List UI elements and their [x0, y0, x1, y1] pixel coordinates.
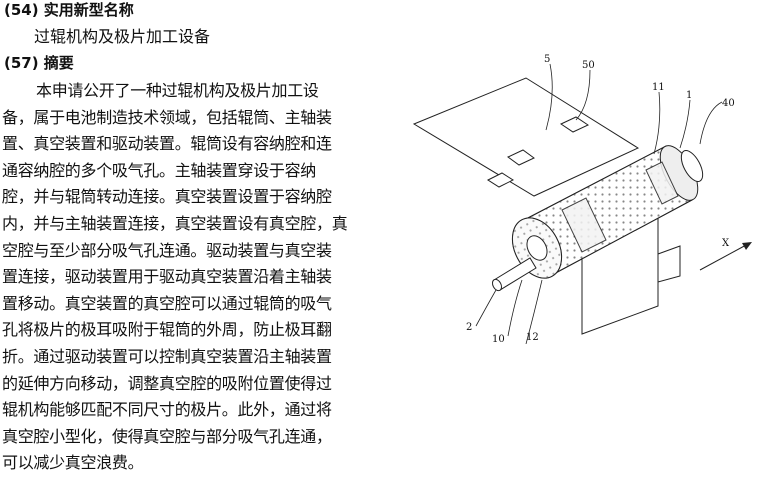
abstract-line: 置连接，驱动装置用于驱动真空装置沿着主轴装 [2, 267, 332, 287]
abstract-line: 真空腔小型化，使得真空腔与部分吸气孔连通， [2, 426, 332, 446]
abstract-line: 置、真空装置和驱动装置。辊筒设有容纳腔和连 [2, 134, 332, 154]
abstract-line: 置移动。真空装置的真空腔可以通过辊筒的吸气 [2, 293, 332, 313]
label-12: 12 [526, 332, 539, 343]
utility-model-title: 过辊机构及极片加工设备 [34, 27, 211, 46]
leader-lines [475, 63, 723, 344]
label-11: 11 [652, 82, 665, 93]
section-54-header: (54) 实用新型名称 [4, 1, 134, 19]
abstract-line: 折。通过驱动装置可以控制真空装置沿主轴装置 [2, 346, 332, 366]
direction-arrow [699, 242, 752, 271]
abstract-line: 通容纳腔的多个吸气孔。主轴装置穿设于容纳 [2, 160, 317, 180]
abstract-line: 辊机构能够匹配不同尺寸的极片。此外，通过将 [2, 400, 332, 420]
label-5: 5 [544, 54, 550, 65]
abstract-line: 内，并与主轴装置连接，真空装置设有真空腔，真 [2, 213, 348, 233]
abstract-line: 空腔与至少部分吸气孔连通。驱动装置与真空装 [2, 240, 332, 260]
abstract-text: 本申请公开了一种过辊机构及极片加工设 备，属于电池制造技术领域，包括辊筒、主轴装… [2, 78, 360, 477]
label-40: 40 [722, 98, 735, 109]
abstract-line: 可以减少真空浪费。 [2, 453, 144, 473]
roller-mechanism-figure: 5 50 11 1 40 X 2 10 12 [412, 54, 752, 344]
abstract-line: 腔，并与辊筒转动连接。真空装置设置于容纳腔 [2, 187, 332, 207]
section-57-header: (57) 摘要 [4, 54, 74, 72]
abstract-line: 孔将极片的极耳吸附于辊筒的外周，防止极耳翻 [2, 320, 332, 340]
abstract-line: 的延伸方向移动，调整真空腔的吸附位置使得过 [2, 373, 332, 393]
abstract-line: 本申请公开了一种过辊机构及极片加工设 [36, 81, 319, 100]
label-1: 1 [686, 90, 692, 101]
label-x: X [722, 238, 730, 249]
abstract-line: 备，属于电池制造技术领域，包括辊筒、主轴装 [2, 107, 332, 127]
label-2: 2 [466, 322, 472, 333]
label-10: 10 [492, 334, 505, 344]
label-50: 50 [582, 60, 595, 71]
main-shaft [491, 257, 537, 292]
pole-piece-sheet [412, 77, 640, 197]
